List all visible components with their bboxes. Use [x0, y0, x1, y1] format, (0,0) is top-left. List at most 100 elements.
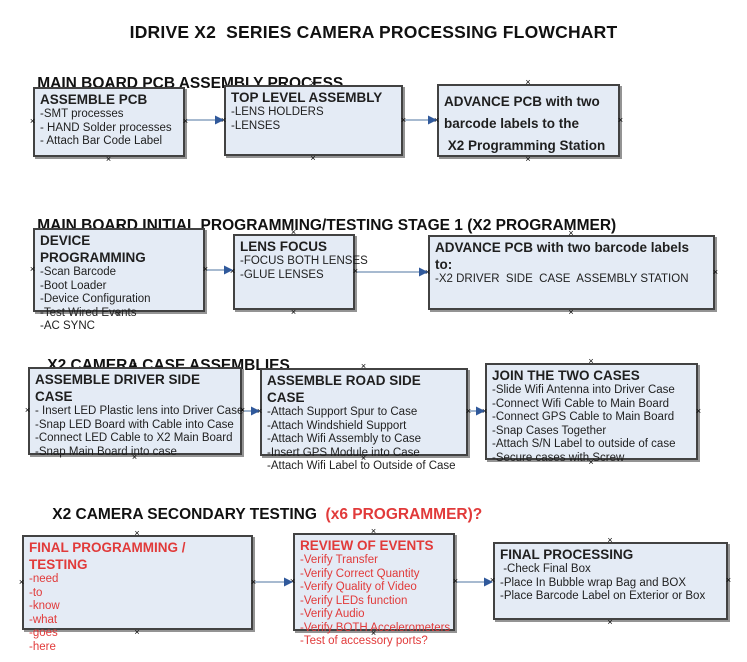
box-item: -need: [29, 573, 59, 585]
flow-box-advance-pcb-programming-station: ADVANCE PCB with two barcode labels to t…: [437, 84, 620, 157]
connector-handle-icon: [433, 117, 440, 124]
connector-handle-icon: [360, 363, 367, 370]
box-item: - Attach Bar Code Label: [40, 135, 163, 147]
connector-handle-icon: [131, 454, 138, 461]
box-item: -Verify Quality of Video: [300, 581, 417, 593]
box-item: -to: [29, 586, 43, 599]
section-heading-red-text: (x6 PROGRAMMER)?: [325, 506, 483, 523]
connector-handle-icon: [182, 118, 189, 125]
box-item: -what: [29, 613, 58, 626]
box-item: -Test Wired Events: [40, 306, 137, 319]
box-title: REVIEW OF EVENTS: [300, 538, 434, 553]
connector-handle-icon: [588, 358, 595, 365]
connector-handle-icon: [310, 155, 317, 162]
box-item: -Verify Audio: [300, 608, 365, 620]
connector-handle-icon: [525, 79, 532, 86]
connector-handle-icon: [134, 530, 141, 537]
connector-handle-icon: [29, 118, 36, 125]
box-item: -here: [29, 640, 56, 653]
flow-box-final-processing: FINAL PROCESSING -Check Final Box -Place…: [493, 542, 728, 620]
box-item: -Connect Wifi Cable to Main Board: [492, 397, 670, 410]
box-item: -Insert GPS Module into Case: [267, 446, 420, 459]
connector-handle-icon: [310, 80, 317, 87]
connector-handle-icon: [18, 579, 25, 586]
box-item: -Test of accessory ports?: [300, 635, 428, 647]
box-item: -GLUE LENSES: [240, 268, 324, 281]
connector-handle-icon: [229, 268, 236, 275]
connector-handle-icon: [370, 528, 377, 535]
connector-handle-icon: [290, 229, 297, 236]
connector-handle-icon: [131, 362, 138, 369]
box-title: JOIN THE TWO CASES: [492, 368, 640, 383]
box-title: TOP LEVEL ASSEMBLY: [231, 90, 383, 105]
connector-handle-icon: [481, 408, 488, 415]
box-title: FINAL PROCESSING: [500, 547, 634, 562]
flow-arrow: [457, 577, 493, 587]
connector-handle-icon: [24, 407, 31, 414]
connector-handle-icon: [370, 630, 377, 637]
box-item: -Attach S/N Label to outside of case: [492, 438, 676, 450]
connector-handle-icon: [465, 408, 472, 415]
box-item: -Attach Wifi Label to Outside of Case: [267, 460, 456, 472]
flow-box-device-programming: DEVICE PROGRAMMING -Scan Barcode -Boot L…: [33, 228, 205, 332]
box-item: -Snap LED Board with Cable into Case: [35, 418, 234, 431]
connector-handle-icon: [588, 459, 595, 466]
connector-handle-icon: [352, 268, 359, 275]
connector-handle-icon: [134, 629, 141, 636]
box-item: -Scan Barcode: [40, 266, 117, 278]
box-item: -Attach Windshield Support: [267, 419, 407, 432]
connector-handle-icon: [525, 156, 532, 163]
box-item: -FOCUS BOTH LENSES: [240, 255, 368, 267]
box-item: -Place In Bubble wrap Bag and BOX: [500, 576, 687, 589]
connector-handle-icon: [607, 537, 614, 544]
box-item: -X2 DRIVER SIDE CASE ASSEMBLY STATION: [435, 273, 689, 285]
box-item: -Place Barcode Label on Exterior or Box: [500, 590, 706, 602]
flow-box-assemble-pcb: ASSEMBLE PCB -SMT processes - HAND Solde…: [33, 87, 185, 157]
connector-handle-icon: [360, 455, 367, 462]
connector-handle-icon: [29, 266, 36, 273]
box-item: -Verify Correct Quantity: [300, 567, 420, 580]
connector-handle-icon: [105, 82, 112, 89]
box-item: -Connect GPS Cable to Main Board: [492, 411, 675, 423]
box-item: -Snap Cases Together: [492, 424, 607, 437]
connector-handle-icon: [256, 408, 263, 415]
flow-box-join-the-two-cases: JOIN THE TWO CASES -Slide Wifi Antenna i…: [485, 363, 698, 464]
box-item: -Boot Loader: [40, 279, 107, 292]
box-item: -Secure cases with Screw: [492, 451, 625, 464]
connector-handle-icon: [452, 578, 459, 585]
box-item: -Slide Wifi Antenna into Driver Case: [492, 384, 675, 396]
connector-handle-icon: [424, 269, 431, 276]
flow-arrow: [357, 267, 428, 277]
box-item: -Snap Main Board into case: [35, 445, 177, 458]
connector-handle-icon: [568, 230, 575, 237]
box-item: -Verify LEDs function: [300, 594, 408, 607]
box-item: -Verify BOTH Accelerometers: [300, 621, 451, 634]
connector-handle-icon: [202, 266, 209, 273]
box-item: -Attach Support Spur to Case: [267, 406, 418, 418]
flow-arrow: [187, 115, 224, 125]
box-item: - HAND Solder processes: [40, 121, 172, 134]
box-title: ADVANCE PCB with two barcode labels to:: [435, 240, 693, 272]
connector-handle-icon: [400, 117, 407, 124]
flow-arrow: [255, 577, 293, 587]
flow-box-lens-focus: LENS FOCUS -FOCUS BOTH LENSES -GLUE LENS…: [233, 234, 368, 310]
flow-box-review-of-events: REVIEW OF EVENTS -Verify Transfer -Verif…: [293, 533, 455, 647]
connector-handle-icon: [115, 223, 122, 230]
connector-handle-icon: [290, 309, 297, 316]
box-item: -Connect LED Cable to X2 Main Board: [35, 432, 233, 444]
box-title: ADVANCE PCB with two barcode labels to t…: [444, 94, 606, 153]
connector-handle-icon: [489, 577, 496, 584]
box-item: -goes: [29, 627, 58, 639]
box-title: DEVICE PROGRAMMING: [40, 233, 146, 265]
box-item: -Device Configuration: [40, 293, 151, 305]
connector-handle-icon: [607, 619, 614, 626]
box-item: -Attach Wifi Assembly to Case: [267, 433, 422, 445]
box-item: -Verify Transfer: [300, 554, 378, 566]
box-item: -AC SYNC: [40, 320, 95, 332]
connector-handle-icon: [239, 407, 246, 414]
box-title: ASSEMBLE DRIVER SIDE CASE: [35, 372, 204, 404]
box-item: -Check Final Box: [500, 563, 591, 575]
connector-handle-icon: [712, 269, 719, 276]
box-item: - Insert LED Plastic lens into Driver Ca…: [35, 405, 244, 417]
